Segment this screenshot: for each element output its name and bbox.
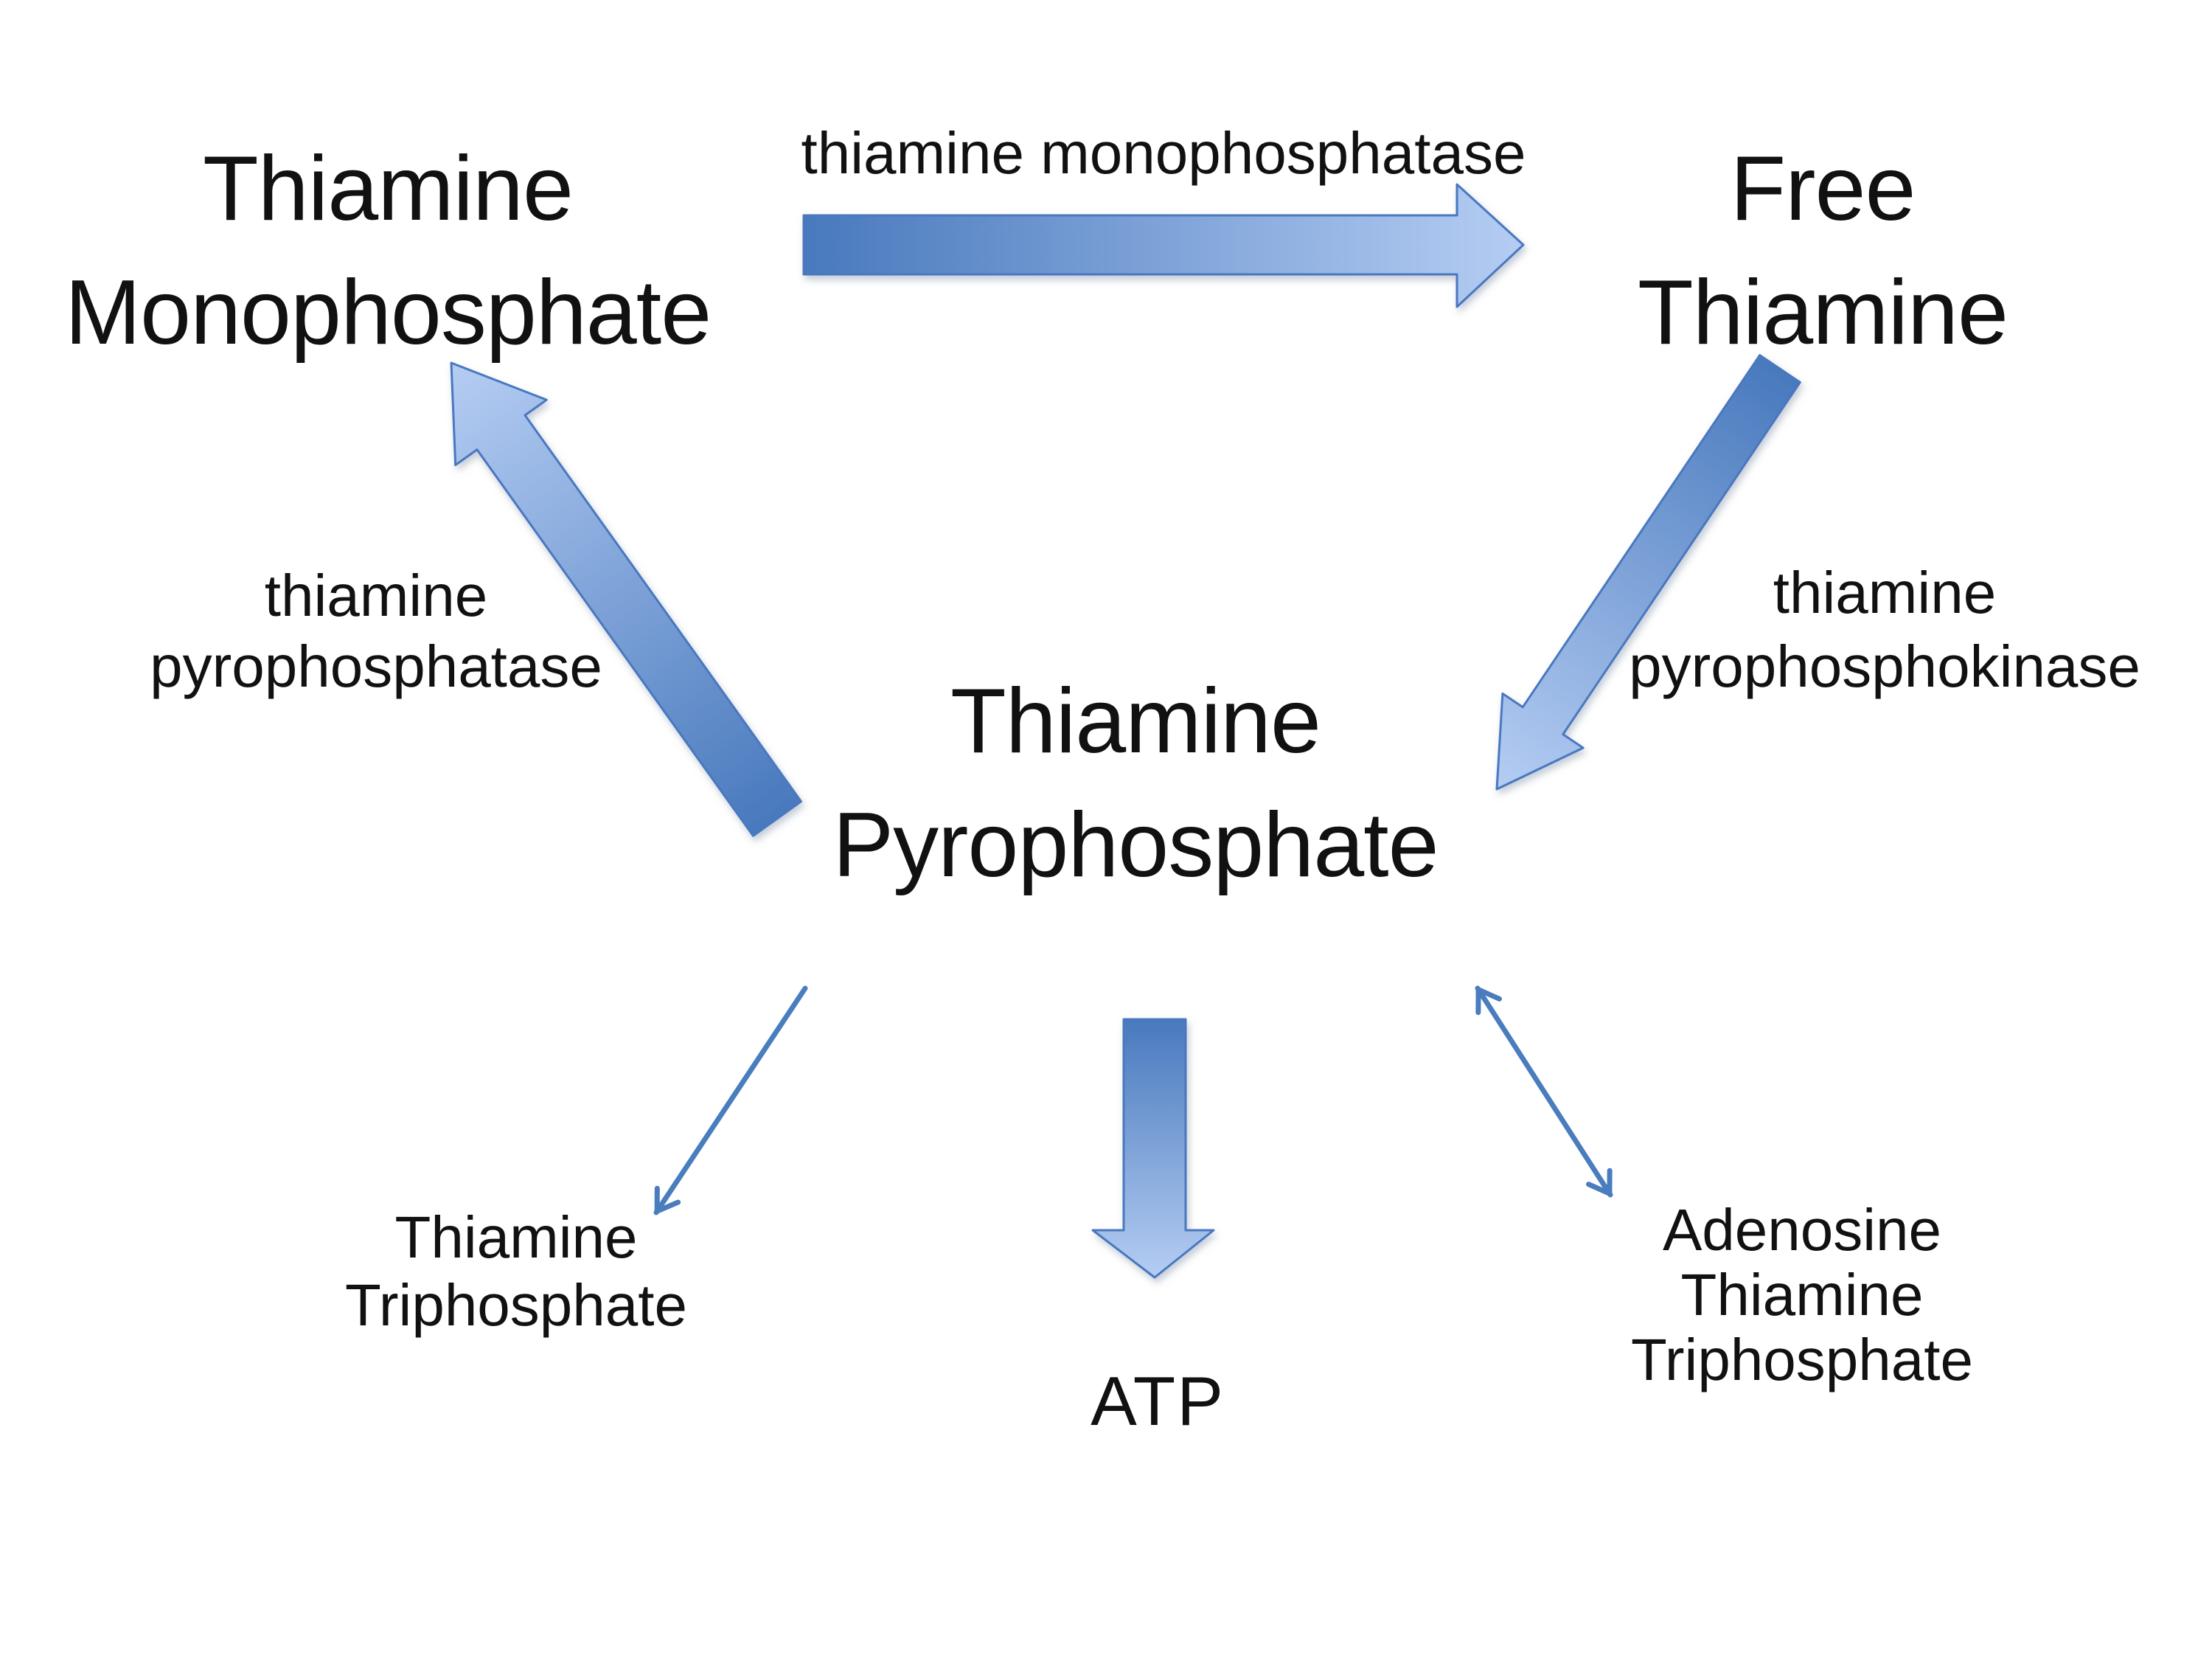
enzyme-thiamine-pyrophosphokinase-line1: thiamine [1773, 560, 1997, 625]
node-adenosine-thiamine-triphosphate-line1: Adenosine [1662, 1197, 1942, 1263]
node-thiamine-monophosphate: Thiamine Monophosphate [64, 127, 712, 375]
node-adenosine-thiamine-triphosphate-line3: Triphosphate [1631, 1327, 1973, 1392]
node-free-thiamine-line2: Thiamine [1638, 262, 2008, 364]
arrow-pyrophosphatase [450, 361, 802, 837]
node-thiamine-pyrophosphate-line2: Pyrophosphate [832, 794, 1439, 896]
enzyme-thiamine-pyrophosphokinase: thiamine pyrophosphokinase [1629, 556, 2140, 704]
enzyme-thiamine-pyrophosphatase-line2: pyrophosphatase [150, 634, 602, 699]
node-free-thiamine-line1: Free [1730, 138, 1916, 240]
node-thiamine-pyrophosphate-line1: Thiamine [950, 670, 1321, 772]
node-adenosine-thiamine-triphosphate-line2: Thiamine [1680, 1262, 1924, 1328]
enzyme-thiamine-pyrophosphokinase-line2: pyrophosphokinase [1629, 634, 2140, 699]
arrow-tpp-adenosine-double [1475, 985, 1613, 1198]
node-adenosine-thiamine-triphosphate: Adenosine Thiamine Triphosphate [1631, 1198, 1973, 1392]
node-thiamine-triphosphate-line1: Thiamine [394, 1204, 638, 1270]
arrow-pyrophosphokinase [1495, 354, 1801, 791]
arrow-tpp-to-atp [1091, 1018, 1215, 1279]
node-thiamine-triphosphate-line2: Triphosphate [345, 1272, 687, 1338]
arrow-monophosphatase [802, 183, 1525, 308]
node-free-thiamine: Free Thiamine [1638, 127, 2008, 375]
node-thiamine-monophosphate-line1: Thiamine [203, 138, 574, 240]
enzyme-thiamine-pyrophosphatase: thiamine pyrophosphatase [150, 561, 602, 702]
arrow-tpp-to-triphosphate [653, 985, 808, 1215]
node-atp: ATP [1091, 1362, 1225, 1440]
node-thiamine-pyrophosphate: Thiamine Pyrophosphate [832, 659, 1439, 907]
node-thiamine-triphosphate: Thiamine Triphosphate [345, 1204, 687, 1339]
enzyme-thiamine-monophosphatase: thiamine monophosphatase [801, 120, 1526, 186]
node-thiamine-monophosphate-line2: Monophosphate [64, 262, 712, 364]
enzyme-thiamine-pyrophosphatase-line1: thiamine [264, 563, 488, 628]
